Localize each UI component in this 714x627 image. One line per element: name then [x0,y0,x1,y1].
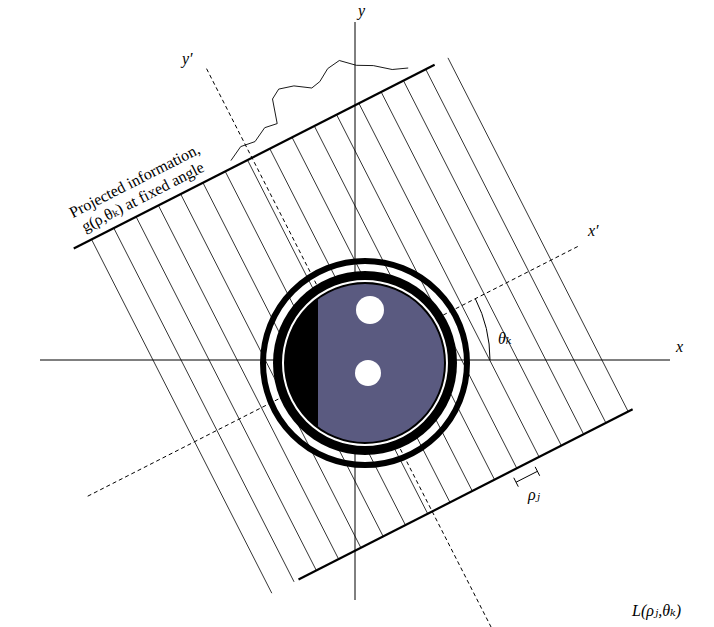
projection-ray [314,126,494,480]
phantom-outer-ring [263,261,467,465]
phantom-inner-ring [283,281,447,445]
y-prime-axis [205,66,491,627]
x-prime-axis [88,247,578,497]
axis-label: x′ [588,222,599,240]
phantom-shell [273,271,457,455]
axis-label: y [358,2,365,20]
projection-ray [448,58,628,412]
projection-ray [114,228,294,582]
angle-label: θₖ [498,330,512,348]
rho-spacing-tick [535,467,540,476]
projection-label: Projected information, g(ρ,θₖ) at fixed … [50,132,227,246]
detector-line [74,65,435,249]
phantom-hole [355,360,381,386]
phantom-hole [356,296,384,324]
phantom-soft-region [318,283,448,443]
angle-arc [475,299,490,360]
projection-profile [231,61,408,161]
rho-spacing-mark [516,471,537,482]
rho-spacing-tick [514,478,519,487]
ray-spacing-label: ρⱼ [528,486,540,504]
ray-label: L(ρⱼ,θₖ) [632,602,681,620]
projection-ray [92,239,272,593]
axis-label: x [676,338,683,356]
axis-label: y′ [182,50,193,68]
